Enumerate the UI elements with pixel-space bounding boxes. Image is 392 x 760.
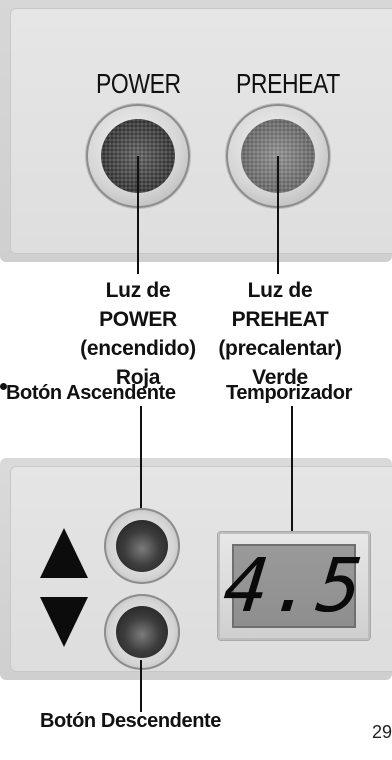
preheat-callout-line [277,156,279,274]
preheat-light-caption: Luz de PREHEAT (precalentar) Verde [210,276,350,392]
preheat-caption-line-3: (precalentar) [218,337,342,360]
timer-screen: 4.5 [220,543,369,629]
timer-callout-line [291,406,293,556]
down-button-caption: Botón Descendente [40,710,222,732]
power-caption-line-1: Luz de [105,279,171,302]
power-callout-line [137,156,139,274]
power-caption-line-2: POWER [99,308,177,331]
arrow-down-icon [40,597,88,647]
power-light-caption: Luz de POWER (encendido) Roja [78,276,198,392]
preheat-caption-line-2: PREHEAT [231,308,329,331]
down-button[interactable] [104,594,180,670]
up-button-callout-line [140,406,142,516]
power-caption-line-4: Roja [115,366,161,389]
down-button-callout-line [140,660,142,712]
preheat-caption-line-1: Luz de [247,279,313,302]
timer-caption: Temporizador [226,382,352,404]
power-panel-label: POWER [96,68,181,99]
up-button[interactable] [104,508,180,584]
indicator-panel [0,0,392,262]
timer-display: 4.5 [218,532,370,640]
timer-value: 4.5 [219,543,369,629]
arrow-up-icon [40,528,88,578]
power-caption-line-3: (encendido) [80,337,196,360]
up-button-caption: Botón Ascendente [6,382,176,404]
preheat-panel-label: PREHEAT [236,68,340,99]
page-number: 29 [371,722,392,742]
up-button-cap[interactable] [116,520,168,572]
preheat-caption-line-4: Verde [252,366,308,389]
bullet-dot [0,383,7,390]
down-button-cap[interactable] [116,606,168,658]
